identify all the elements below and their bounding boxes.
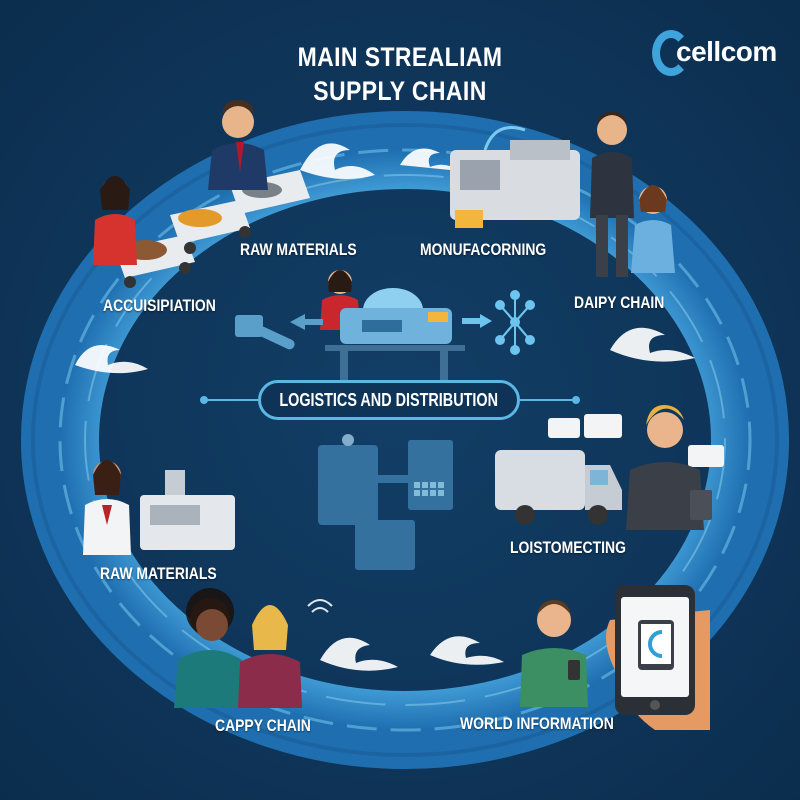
two-women-illustration: [174, 588, 302, 708]
stage-label-daipy-chain: DAIPY CHAIN: [574, 293, 665, 312]
connector-line-right: [520, 399, 575, 401]
stage-label-accuisipiation: ACCUISIPIATION: [103, 296, 216, 315]
lab-worker-illustration: [83, 460, 235, 555]
page-title-line2: SUPPLY CHAIN: [313, 76, 487, 106]
page-title-line1: MAIN STREALIAM: [297, 42, 503, 72]
stage-label-raw-materials-top: RAW MATERIALS: [240, 240, 357, 259]
man-with-tablet-illustration: [626, 405, 712, 530]
businessman-illustration: [208, 100, 268, 190]
man-with-phone-illustration: [520, 600, 588, 707]
connector-dot-right: [572, 396, 580, 404]
wrench-tool-icon: [235, 314, 323, 350]
center-label: LOGISTICS AND DISTRIBUTION: [279, 389, 499, 410]
wifi-icon: [307, 599, 333, 613]
delivery-van-illustration: [495, 450, 622, 525]
business-people-illustration: [590, 112, 675, 277]
speech-bubble-icon: [548, 414, 724, 467]
cellcom-logo: cellcom: [652, 30, 792, 80]
factory-map-illustration: [318, 434, 453, 570]
wave-icon: [75, 143, 695, 671]
stage-label-cappy-chain: CAPPY CHAIN: [215, 716, 311, 735]
logistics-distribution-badge: LOGISTICS AND DISTRIBUTION: [258, 380, 520, 420]
stage-label-world-information: WORLD INFORMATION: [460, 714, 614, 733]
smartphone-icon: [606, 585, 710, 730]
connector-dot-left: [200, 396, 208, 404]
stage-label-manufacturing: MONUFACORNING: [420, 240, 547, 259]
manufacturing-machine-illustration: [450, 126, 580, 228]
cellcom-c-logo-icon: [652, 30, 690, 76]
network-icon: [462, 290, 535, 355]
connector-line-left: [205, 399, 258, 401]
stage-label-raw-materials-bottom: RAW MATERIALS: [100, 564, 217, 583]
woman-illustration: [93, 176, 137, 265]
logo-text: cellcom: [676, 36, 777, 67]
stage-label-loistomecting: LOISTOMECTING: [510, 538, 626, 557]
central-machine-illustration: [320, 270, 465, 381]
